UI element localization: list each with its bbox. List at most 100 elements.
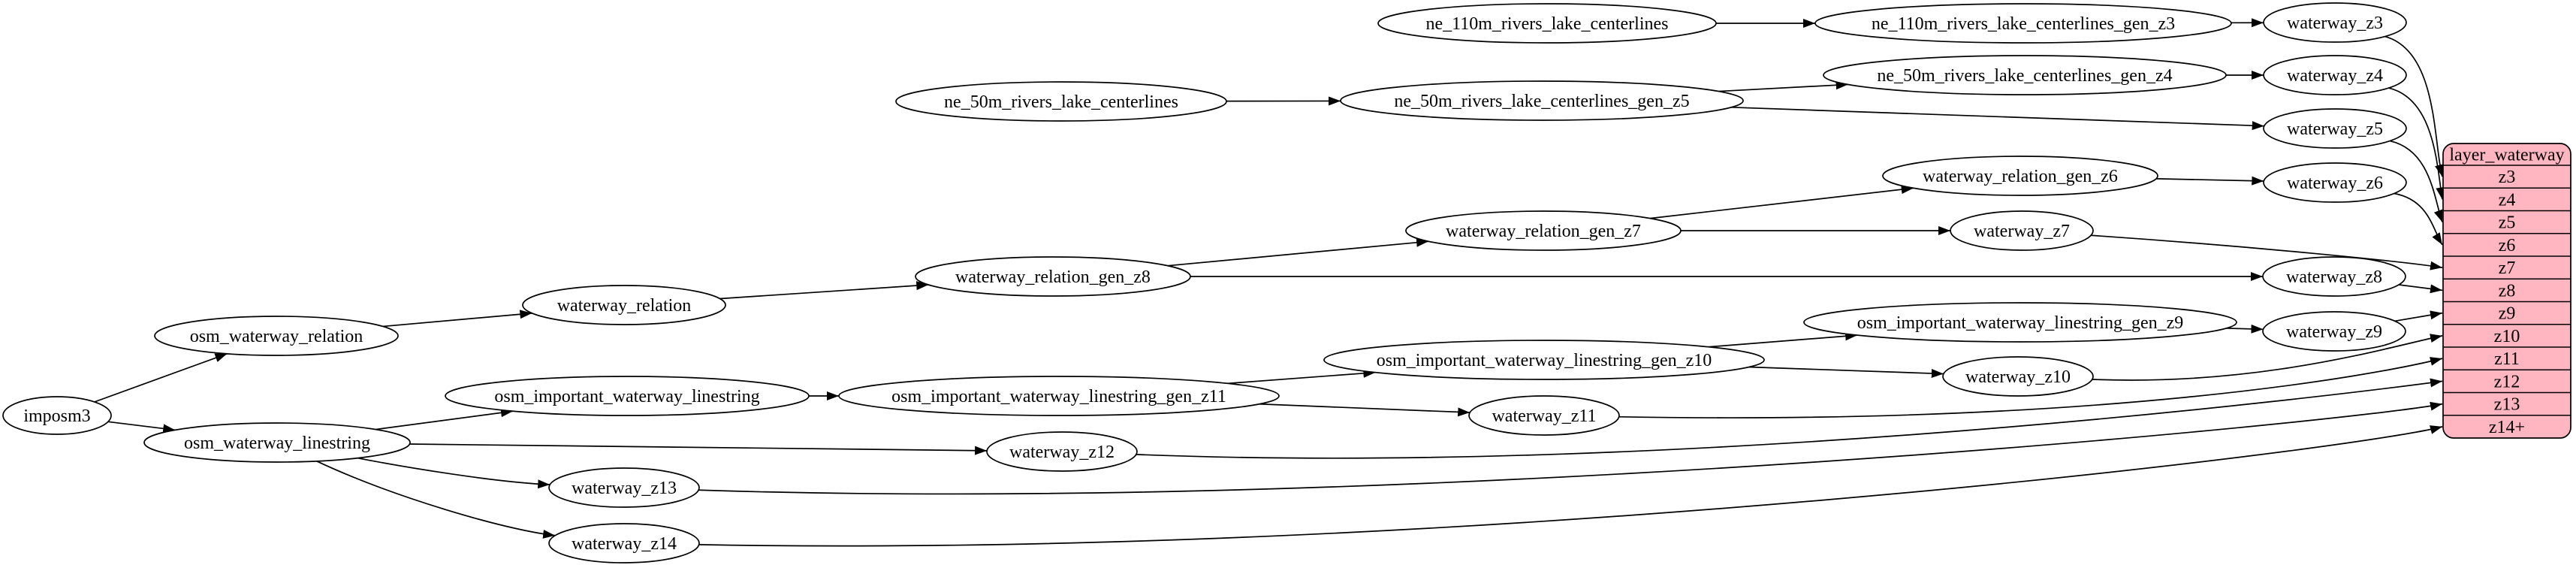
node-shape-waterway_z3 — [2263, 2, 2407, 43]
node-waterway_relation_gen_z7: waterway_relation_gen_z7 — [1405, 210, 1682, 251]
node-osm_important_waterway_linestring_gen_z11: osm_important_waterway_linestring_gen_z1… — [838, 376, 1280, 416]
node-label-waterway_z3: waterway_z3 — [2287, 14, 2383, 33]
edge-waterway_relation_gen_z6-to-waterway_z6 — [2155, 176, 2264, 186]
node-label-osm_important_waterway_linestring_gen_z9: osm_important_waterway_linestring_gen_z9 — [1857, 313, 2184, 333]
node-waterway_z5: waterway_z5 — [2263, 108, 2407, 149]
node-label-ne_50m_rivers_lake_centerlines_gen_z4: ne_50m_rivers_lake_centerlines_gen_z4 — [1877, 66, 2172, 86]
table-row-z4: z4 — [2499, 190, 2516, 210]
table-frame — [2442, 143, 2571, 439]
edge-waterway_relation_gen_z7-to-waterway_relation_gen_z6 — [1650, 185, 1914, 219]
edge-waterway_z14-to-z14+ — [698, 425, 2443, 547]
node-shape-waterway_relation_gen_z8 — [915, 256, 1191, 297]
node-waterway_z7: waterway_z7 — [1950, 210, 2094, 251]
node-label-osm_important_waterway_linestring: osm_important_waterway_linestring — [494, 387, 759, 406]
edge-osm_important_waterway_linestring_gen_z11-to-waterway_z11 — [1259, 403, 1470, 417]
edge-waterway_z13-to-z13 — [698, 401, 2443, 495]
node-ne_50m_rivers_lake_centerlines: ne_50m_rivers_lake_centerlines — [895, 81, 1227, 122]
node-waterway_z12: waterway_z12 — [986, 431, 1138, 472]
node-shape-waterway_relation_gen_z7 — [1405, 210, 1682, 251]
edge-waterway_z7-to-z7 — [2091, 234, 2443, 270]
node-label-waterway_z12: waterway_z12 — [1009, 443, 1115, 462]
edge-waterway_z11-to-z11 — [1618, 357, 2443, 418]
edge-osm_waterway_relation-to-waterway_relation — [382, 310, 532, 328]
node-shape-waterway_z5 — [2263, 108, 2407, 149]
node-layer: imposm3 osm_waterway_relation osm_waterway… — [2, 2, 2407, 563]
node-waterway_z4: waterway_z4 — [2263, 55, 2407, 95]
node-waterway_z9: waterway_z9 — [2262, 311, 2406, 352]
node-label-waterway_z6: waterway_z6 — [2287, 174, 2383, 193]
node-imposm3: imposm3 — [2, 396, 112, 435]
node-shape-osm_important_waterway_linestring_gen_z10 — [1323, 340, 1765, 380]
node-shape-waterway_z6 — [2263, 162, 2407, 203]
edge-layer — [94, 18, 2445, 547]
node-shape-waterway_z4 — [2263, 55, 2407, 95]
node-label-imposm3: imposm3 — [23, 406, 90, 426]
node-shape-waterway_z12 — [986, 431, 1138, 472]
node-shape-waterway_z14 — [548, 523, 700, 563]
table-row-z9: z9 — [2499, 304, 2516, 324]
node-osm_important_waterway_linestring_gen_z9: osm_important_waterway_linestring_gen_z9 — [1803, 302, 2237, 343]
node-label-osm_waterway_relation: osm_waterway_relation — [190, 327, 363, 346]
edge-osm_important_waterway_linestring_gen_z11-to-osm_important_waterway_linestring_gen_z10 — [1227, 368, 1376, 385]
edge-waterway_z4-to-z4 — [2388, 87, 2445, 200]
node-label-waterway_z13: waterway_z13 — [572, 479, 677, 498]
table-row-z12: z12 — [2494, 372, 2520, 391]
node-shape-osm_important_waterway_linestring_gen_z11 — [838, 376, 1280, 416]
node-shape-waterway_z13 — [548, 467, 700, 508]
node-shape-waterway_z7 — [1950, 210, 2094, 251]
edge-ne_50m_rivers_lake_centerlines_gen_z5-to-waterway_z5 — [1731, 106, 2264, 131]
table-row-z7: z7 — [2499, 258, 2516, 278]
edge-waterway_z5-to-z5 — [2389, 140, 2443, 222]
node-osm_waterway_linestring: osm_waterway_linestring — [143, 422, 411, 463]
node-ne_50m_rivers_lake_centerlines_gen_z5: ne_50m_rivers_lake_centerlines_gen_z5 — [1340, 80, 1744, 121]
node-ne_50m_rivers_lake_centerlines_gen_z4: ne_50m_rivers_lake_centerlines_gen_z4 — [1823, 55, 2227, 95]
edge-osm_waterway_linestring-to-waterway_z12 — [409, 443, 988, 455]
node-waterway_z3: waterway_z3 — [2263, 2, 2407, 43]
edge-osm_important_waterway_linestring_gen_z9-to-waterway_z9 — [2226, 324, 2264, 334]
node-label-waterway_z14: waterway_z14 — [572, 534, 677, 554]
edge-osm_waterway_linestring-to-waterway_z14 — [316, 461, 556, 539]
edge-imposm3-to-osm_waterway_relation — [94, 352, 228, 403]
edge-waterway_z6-to-z6 — [2394, 192, 2443, 246]
edge-osm_waterway_linestring-to-osm_important_waterway_linestring — [376, 408, 514, 431]
edge-osm_important_waterway_linestring_gen_z10-to-osm_important_waterway_linestring_gen_z9 — [1708, 331, 1858, 348]
node-waterway_z14: waterway_z14 — [548, 523, 700, 563]
node-label-waterway_z4: waterway_z4 — [2287, 66, 2383, 86]
node-ne_110m_rivers_lake_centerlines_gen_z3: ne_110m_rivers_lake_centerlines_gen_z3 — [1814, 3, 2232, 44]
node-label-waterway_z9: waterway_z9 — [2286, 322, 2382, 342]
node-shape-imposm3 — [2, 396, 112, 435]
table-row-z3: z3 — [2499, 168, 2516, 187]
table-layer-waterway: layer_waterwayz3z4z5z6z7z8z9z10z11z12z13… — [2442, 143, 2571, 439]
edge-waterway_z10-to-z10 — [2092, 334, 2443, 381]
node-waterway_relation: waterway_relation — [522, 285, 726, 325]
node-shape-osm_waterway_relation — [154, 316, 399, 356]
node-shape-waterway_z8 — [2262, 256, 2406, 297]
node-shape-ne_110m_rivers_lake_centerlines_gen_z3 — [1814, 3, 2232, 44]
edge-osm_important_waterway_linestring_gen_z10-to-waterway_z10 — [1748, 366, 1944, 378]
node-waterway_z6: waterway_z6 — [2263, 162, 2407, 203]
node-label-ne_50m_rivers_lake_centerlines: ne_50m_rivers_lake_centerlines — [944, 92, 1178, 112]
node-waterway_relation_gen_z6: waterway_relation_gen_z6 — [1882, 156, 2158, 196]
table-row-z10: z10 — [2494, 327, 2520, 346]
node-label-waterway_relation: waterway_relation — [557, 296, 692, 316]
edge-imposm3-to-osm_waterway_linestring — [107, 421, 176, 434]
node-shape-waterway_z10 — [1942, 356, 2094, 397]
node-label-waterway_z7: waterway_z7 — [1974, 222, 2070, 241]
table-row-z8: z8 — [2499, 281, 2516, 301]
node-label-ne_110m_rivers_lake_centerlines: ne_110m_rivers_lake_centerlines — [1426, 14, 1669, 34]
node-waterway_relation_gen_z8: waterway_relation_gen_z8 — [915, 256, 1191, 297]
edge-waterway_z8-to-z8 — [2398, 284, 2443, 294]
node-waterway_z13: waterway_z13 — [548, 467, 700, 508]
table-row-z5: z5 — [2499, 213, 2516, 233]
node-label-waterway_relation_gen_z8: waterway_relation_gen_z8 — [955, 267, 1151, 287]
edge-waterway_relation_gen_z8-to-waterway_relation_gen_z7 — [1167, 237, 1429, 267]
edge-osm_waterway_linestring-to-waterway_z13 — [357, 457, 550, 489]
node-shape-osm_waterway_linestring — [143, 422, 411, 463]
table-row-z14+: z14+ — [2489, 418, 2525, 437]
node-label-ne_50m_rivers_lake_centerlines_gen_z5: ne_50m_rivers_lake_centerlines_gen_z5 — [1394, 92, 1689, 111]
node-waterway_z10: waterway_z10 — [1942, 356, 2094, 397]
edge-ne_50m_rivers_lake_centerlines_gen_z5-to-ne_50m_rivers_lake_centerlines_gen_z4 — [1718, 80, 1848, 92]
node-label-waterway_relation_gen_z6: waterway_relation_gen_z6 — [1923, 167, 2118, 186]
node-label-osm_important_waterway_linestring_gen_z11: osm_important_waterway_linestring_gen_z1… — [891, 387, 1226, 406]
